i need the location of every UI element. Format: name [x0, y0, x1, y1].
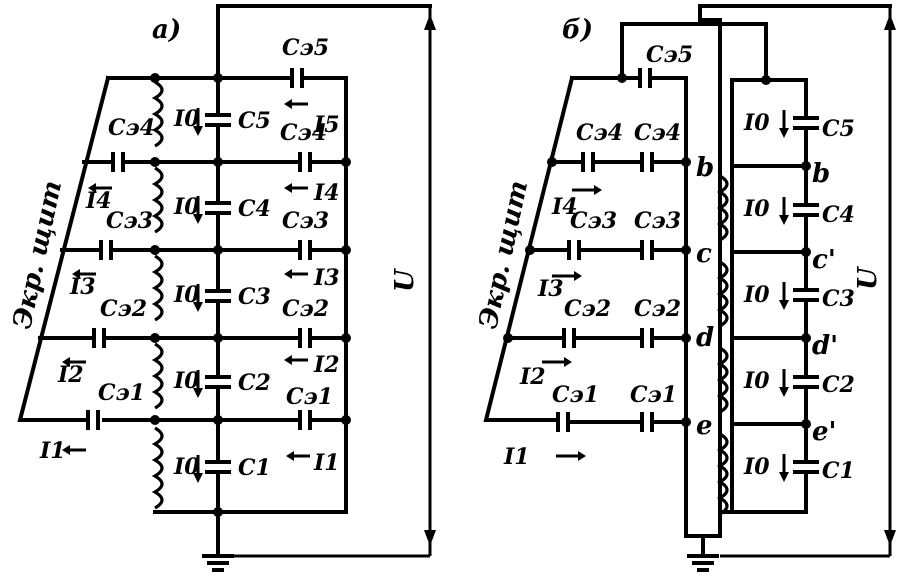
panel-b-cap-ce2-mid: Cэ2: [634, 296, 681, 322]
panel-a-coil-current-arrows: [193, 108, 203, 483]
panel-b-cap-ce4-left: Cэ4: [576, 120, 623, 146]
panel-b-coil-current-arrows: [779, 110, 789, 482]
panel-a-voltage-arrow-bottom: [424, 530, 436, 546]
panel-b-voltage-arrow-bottom: [884, 530, 896, 546]
panel-a-ground-icon: [202, 554, 234, 572]
panel-b-shield-caps-left: [556, 152, 595, 432]
panel-a-cap-c2: C2: [238, 370, 271, 396]
panel-a-i4-right: I4: [313, 180, 340, 206]
panel-b-i2: I2: [519, 364, 546, 390]
panel-a-cap-ce2-left: Cэ2: [100, 296, 147, 322]
panel-a-cap-ce4-right: Cэ4: [280, 120, 327, 146]
panel-a-i0-5: I0: [173, 106, 200, 132]
panel-a-coil-column: [151, 80, 164, 510]
panel-a-i3-right: I3: [313, 265, 340, 291]
panel-a-cap-ce2-right: Cэ2: [282, 296, 329, 322]
panel-b-winding-caps: [792, 116, 820, 474]
panel-a: а) U Экр. щит: [8, 4, 436, 572]
panel-a-i2-right: I2: [313, 352, 340, 378]
panel-a-cap-ce1-left: Cэ1: [98, 380, 145, 406]
panel-b-cap-ce2-left: Cэ2: [564, 296, 611, 322]
panel-b-ground-icon: [687, 554, 719, 572]
panel-a-i0-3: I0: [173, 282, 200, 308]
panel-a-cap-c3: C3: [238, 284, 271, 310]
panel-a-voltage-arrow-top: [424, 14, 436, 30]
panel-b-node-e-right: e': [812, 417, 837, 447]
panel-b-voltage-arrow-top: [884, 14, 896, 30]
panel-b-node-c-left: c: [696, 239, 712, 269]
panel-a-cap-ce4-left: Cэ4: [108, 115, 155, 141]
panel-b-cap-ce4-mid: Cэ4: [634, 120, 681, 146]
panel-b-coil-column: [716, 174, 729, 516]
panel-a-i0-4: I0: [173, 194, 200, 220]
panel-b: б) U Экр. щит: [474, 4, 896, 572]
panel-b-node-d-right: d': [812, 331, 838, 361]
panel-a-cap-ce1-right: Cэ1: [286, 384, 333, 410]
panel-b-i0-4: I0: [743, 196, 770, 222]
panel-a-i2-left: I2: [57, 362, 84, 388]
panel-b-shield-current-arrows: [542, 185, 602, 461]
panel-b-node-d-left: d: [696, 323, 714, 353]
panel-a-voltage-label: U: [390, 268, 420, 292]
panel-a-junction-dots: [150, 73, 351, 517]
panel-b-cap-c3: C3: [822, 286, 855, 312]
panel-a-cap-ce5: Cэ5: [282, 35, 329, 61]
panel-b-cap-c2: C2: [822, 372, 855, 398]
panel-b-feed-line: [698, 4, 892, 22]
panel-a-winding-caps: [204, 113, 232, 474]
panel-a-i1-right: I1: [313, 450, 340, 476]
panel-a-shield-caps-left: [86, 152, 125, 430]
panel-b-i0-3: I0: [743, 282, 770, 308]
panel-a-cap-c5: C5: [238, 108, 271, 134]
panel-b-label: б): [562, 15, 593, 45]
panel-a-screen-outline: [17, 75, 111, 422]
panel-b-i3: I3: [537, 276, 564, 302]
panel-b-screen-outline: [483, 75, 575, 422]
panel-a-shield-caps-right: [290, 68, 312, 430]
panel-b-cap-ce3-left: Cэ3: [570, 208, 617, 234]
panel-b-cap-c4: C4: [822, 202, 855, 228]
panel-b-screen-label: Экр. щит: [474, 178, 535, 331]
panel-a-shield-current-arrows-right: [284, 99, 310, 461]
panel-a-feed-line: [216, 4, 432, 82]
panel-b-junction-dots: [503, 73, 811, 429]
panel-b-node-e-left: e: [696, 411, 713, 441]
panel-a-i4-left: I4: [85, 188, 112, 214]
panel-a-cap-c4: C4: [238, 196, 271, 222]
panel-b-i0-1: I0: [743, 454, 770, 480]
panel-b-cap-c5: C5: [822, 116, 855, 142]
panel-b-voltage-label: U: [853, 266, 883, 290]
panel-b-node-c-right: c': [812, 245, 836, 275]
panel-a-i0-1: I0: [173, 454, 200, 480]
panel-a-i3-left: I3: [69, 274, 96, 300]
panel-a-cap-ce3-left: Cэ3: [106, 208, 153, 234]
panel-b-shield-caps-mid: [638, 68, 654, 432]
panel-b-node-b-left: b: [696, 153, 714, 183]
panel-a-i0-2: I0: [173, 368, 200, 394]
panel-b-cap-ce3-mid: Cэ3: [634, 208, 681, 234]
panel-b-cap-ce5: Cэ5: [646, 42, 693, 68]
panel-b-i4: I4: [551, 194, 578, 220]
panel-b-cap-c1: C1: [822, 458, 855, 484]
panel-a-label: а): [152, 15, 181, 45]
panel-a-i5-right: I5: [313, 112, 340, 138]
panel-a-screen-label: Экр. щит: [8, 178, 69, 331]
panel-b-cap-ce1-mid: Cэ1: [630, 382, 677, 408]
panel-a-cap-c1: C1: [238, 455, 271, 481]
panel-b-cap-ce1-left: Cэ1: [552, 382, 599, 408]
panel-a-shield-current-arrows-left: [62, 183, 112, 455]
panel-b-i0-2: I0: [743, 368, 770, 394]
panel-b-i1: I1: [503, 444, 530, 470]
panel-a-i1-left: I1: [39, 438, 66, 464]
panel-b-node-b-right: b: [812, 159, 830, 189]
panel-a-cap-ce3-right: Cэ3: [282, 208, 329, 234]
panel-b-i0-5: I0: [743, 110, 770, 136]
